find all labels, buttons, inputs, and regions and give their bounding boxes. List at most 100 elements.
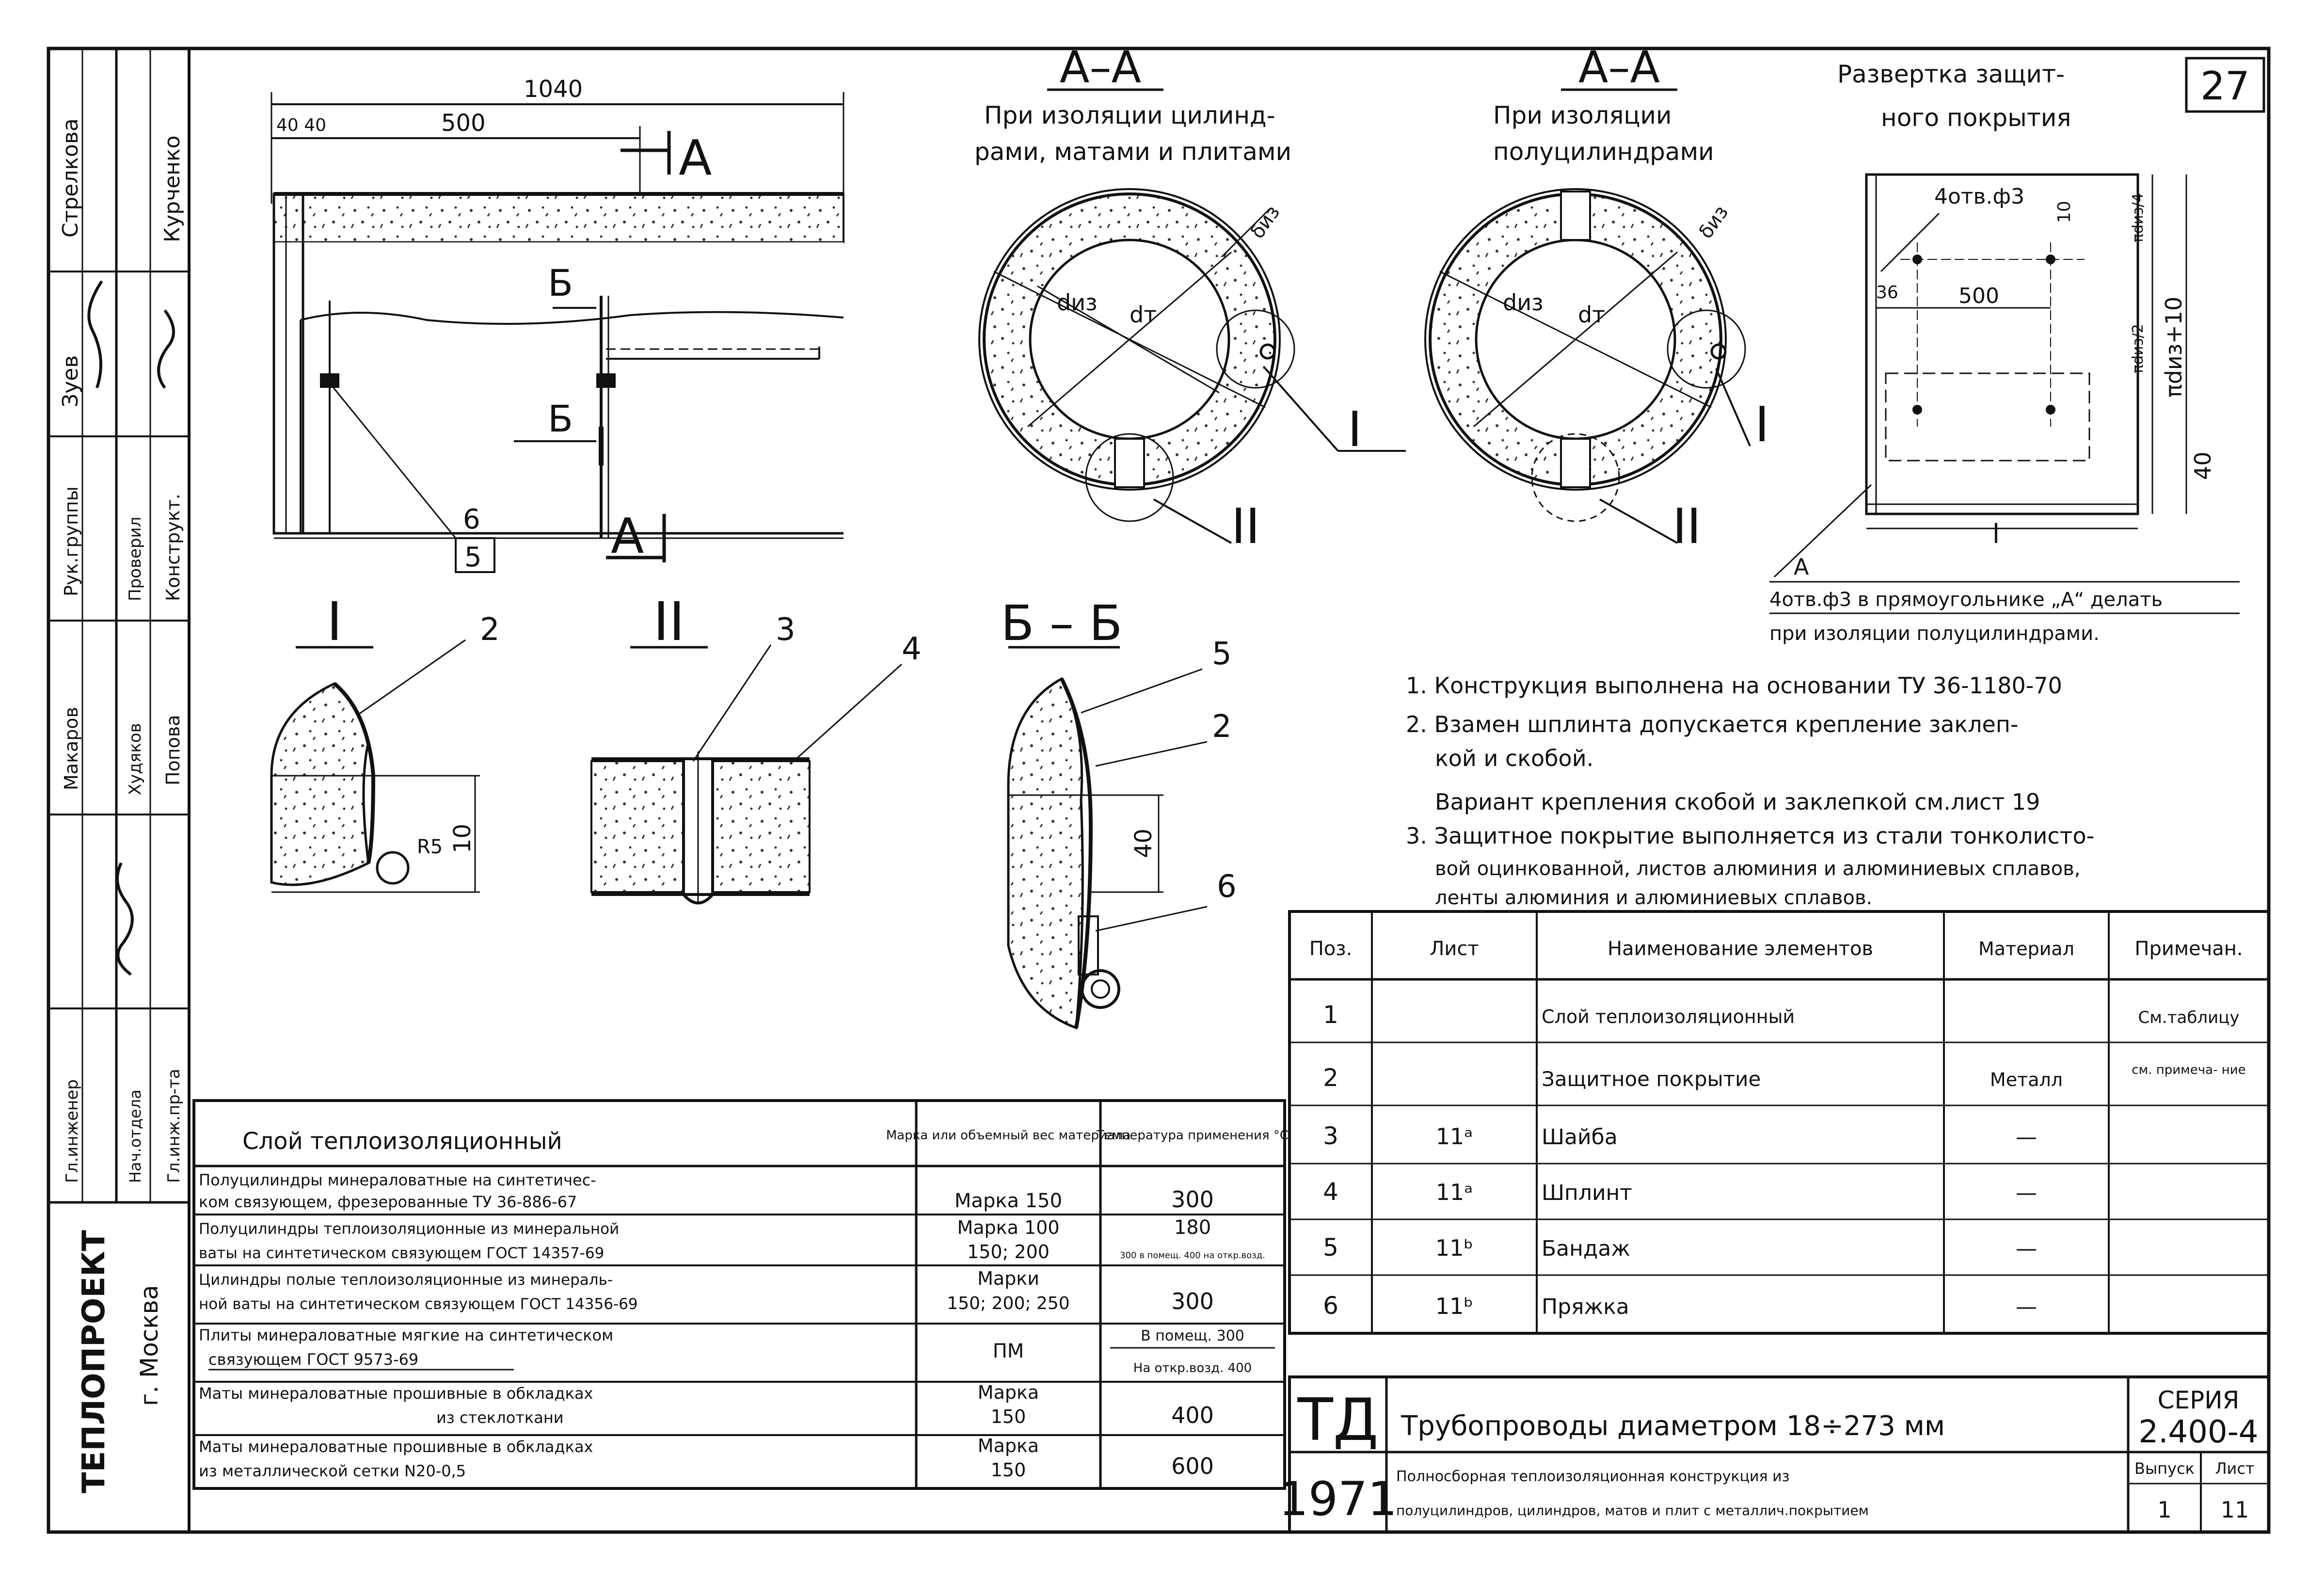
note-line-2: 2. Взамен шплинта допускается крепление … <box>1406 711 2019 737</box>
series-value: 2.400-4 <box>2138 1414 2258 1450</box>
spec-row-5-pos: 5 <box>1323 1233 1338 1262</box>
spec-row-4-material: — <box>2016 1181 2037 1205</box>
note-line-7: ленты алюминия и алюминиевых сплавов. <box>1435 887 1872 909</box>
dev-dim-l: l <box>1992 519 2000 549</box>
note-line-1: 1. Конструкция выполнена на основании ТУ… <box>1406 672 2062 699</box>
aa2-diz: dиз <box>1503 289 1544 316</box>
mat-row-2-mark-b: 150; 200 <box>967 1241 1050 1262</box>
stamp-role-2: Гл.инженер <box>63 1079 82 1183</box>
spec-row-3-material: — <box>2016 1125 2037 1150</box>
spec-row-5-sheet: 11ᵇ <box>1435 1235 1473 1261</box>
section-b-top: Б <box>548 261 573 304</box>
spec-row-3-pos: 3 <box>1323 1122 1338 1150</box>
dev-title-2: ного покрытия <box>1881 104 2071 132</box>
mat-row-6-mark-a: Марка <box>978 1435 1039 1456</box>
spec-table: Поз. Лист Наименование элементов Материа… <box>1288 910 2270 1335</box>
stamp-name-1: Стрелкова <box>58 118 83 238</box>
dev-dim-pi: πdиз+10 <box>2161 297 2187 398</box>
dim-total: 1040 <box>524 76 583 103</box>
spec-row-2-name: Защитное покрытие <box>1542 1067 1761 1091</box>
signature-scribble-2 <box>87 280 103 388</box>
mat-row-6-name-b: из металлической сетки N20-0,5 <box>199 1462 466 1480</box>
development-view: Развертка защит- ного покрытия 27 4отв.ф… <box>1769 57 2265 645</box>
stamp-name-2: Зуев <box>58 355 83 407</box>
mat-row-5-temp: 400 <box>1171 1402 1214 1428</box>
section-aa-half-cylinders: А–А При изоляции полуцилиндрами dиз dт δ… <box>1424 42 1769 555</box>
spec-row-6-material: — <box>2016 1294 2037 1319</box>
spec-row-1-pos: 1 <box>1323 1001 1338 1029</box>
spec-row-3-sheet: 11ᵃ <box>1436 1123 1473 1150</box>
mat-row-4-name-a: Плиты минераловатные мягкие на синтетиче… <box>199 1326 613 1344</box>
signature-scribble-3 <box>157 309 175 389</box>
sheet-value: 11 <box>2221 1497 2249 1523</box>
spec-row-5-name: Бандаж <box>1542 1236 1630 1261</box>
dev-note-1: 4отв.ф3 в прямоугольнике „А“ делать <box>1769 589 2163 611</box>
title-sub-2: полуцилиндров, цилиндров, матов и плит с… <box>1396 1502 1869 1518</box>
mat-row-1-temp: 300 <box>1171 1186 1214 1213</box>
section-aa-2-caption-1: При изоляции <box>1493 101 1671 129</box>
aa1-callout-1: I <box>1348 401 1362 458</box>
dev-dim-pi-quarter: πdиз/4 <box>2130 193 2147 242</box>
signature-scribble-1 <box>116 862 134 976</box>
sheet-frame <box>47 47 2271 1534</box>
ref-num: 6 <box>463 504 480 535</box>
section-aa-cylinders: А–А При изоляции цилинд- рами, матами и … <box>974 42 1406 555</box>
org-city: г. Москва <box>135 1285 163 1406</box>
spec-row-6-name: Пряжка <box>1542 1294 1629 1319</box>
mat-row-2-name-b: ваты на синтетическом связующем ГОСТ 143… <box>199 1245 604 1262</box>
mat-row-4-mark: ПМ <box>993 1340 1024 1362</box>
mat-row-2-temp-a: 180 <box>1174 1216 1211 1239</box>
mat-header-temp: Температура применения °С <box>1096 1128 1289 1143</box>
aa2-callout-1: I <box>1755 396 1769 453</box>
spec-row-2-material: Металл <box>1990 1069 2063 1090</box>
dev-dim-36: 36 <box>1876 283 1898 303</box>
issue-value: 1 <box>2157 1497 2171 1523</box>
mat-row-6-temp: 600 <box>1171 1453 1214 1479</box>
section-aa-2-caption-2: полуцилиндрами <box>1493 138 1714 166</box>
spec-row-2-note: см. примеча- ние <box>2132 1063 2245 1077</box>
mat-row-5-name-a: Маты минераловатные прошивные в обкладка… <box>199 1384 593 1403</box>
mat-row-2-temp-b: 300 в помещ. 400 на откр.возд. <box>1120 1250 1265 1261</box>
mat-row-4-name-b: связующем ГОСТ 9573-69 <box>208 1350 418 1369</box>
stamp-role-4: Конструкт. <box>162 494 184 601</box>
detail-ii-title: II <box>653 591 685 653</box>
title-year: 1971 <box>1279 1472 1397 1526</box>
mat-header-layer: Слой теплоизоляционный <box>242 1128 562 1155</box>
section-aa-1-caption-2: рами, матами и плитами <box>974 138 1291 166</box>
dev-dim-d: 10 <box>2054 201 2074 223</box>
dev-dim-pi-half: πdиз/2 <box>2130 324 2147 373</box>
dev-dim-40: 40 <box>2190 451 2216 480</box>
stamp-role-1: Рук.группы <box>61 486 82 596</box>
title-block: ТД 1971 Трубопроводы диаметром 18÷273 мм… <box>1279 1375 2270 1534</box>
detail-bb: Б – Б 5 2 6 40 <box>1001 595 1237 1030</box>
detail-i-pos: 2 <box>480 612 500 648</box>
mat-row-5-name-b: из стеклоткани <box>436 1408 564 1427</box>
detail-bb-title: Б – Б <box>1001 595 1123 652</box>
spec-row-5-material: — <box>2016 1236 2037 1261</box>
stamp-name-6: Курченко <box>160 135 185 242</box>
sheet-label: Лист <box>2215 1459 2254 1478</box>
detail-ii-pos-a: 3 <box>776 612 796 648</box>
mat-row-1-mark: Марка 150 <box>955 1190 1062 1212</box>
mat-row-5-mark-a: Марка <box>978 1382 1039 1403</box>
stamp-role-3: Проверил <box>126 517 145 601</box>
note-line-5: 3. Защитное покрытие выполняется из стал… <box>1406 823 2094 849</box>
spec-header-sheet: Лист <box>1430 938 1479 960</box>
mat-row-1-name-a: Полуцилиндры минераловатные на синтетиче… <box>199 1171 596 1189</box>
section-aa-1-caption-1: При изоляции цилинд- <box>984 101 1275 129</box>
cut-a-top: А <box>679 129 712 186</box>
dev-dim-500: 500 <box>1958 284 1999 308</box>
stamp-name-4: Худяков <box>126 723 145 795</box>
spec-header-pos: Поз. <box>1309 938 1353 960</box>
dim-step: 500 <box>441 110 486 137</box>
stamp-role-5: Гл.инж.пр-та <box>164 1069 184 1183</box>
detail-bb-pos-b: 2 <box>1212 709 1232 745</box>
mat-row-3-mark-a: Марки <box>977 1268 1039 1289</box>
spec-row-2-pos: 2 <box>1323 1064 1338 1092</box>
mat-row-1-name-b: ком связующем, фрезерованные ТУ 36-886-6… <box>199 1193 577 1211</box>
spec-row-6-sheet: 11ᵇ <box>1435 1293 1473 1319</box>
title-main: Трубопроводы диаметром 18÷273 мм <box>1401 1410 1945 1442</box>
sheet-number: 27 <box>2200 64 2250 109</box>
mat-row-6-name-a: Маты минераловатные прошивные в обкладка… <box>199 1438 593 1456</box>
